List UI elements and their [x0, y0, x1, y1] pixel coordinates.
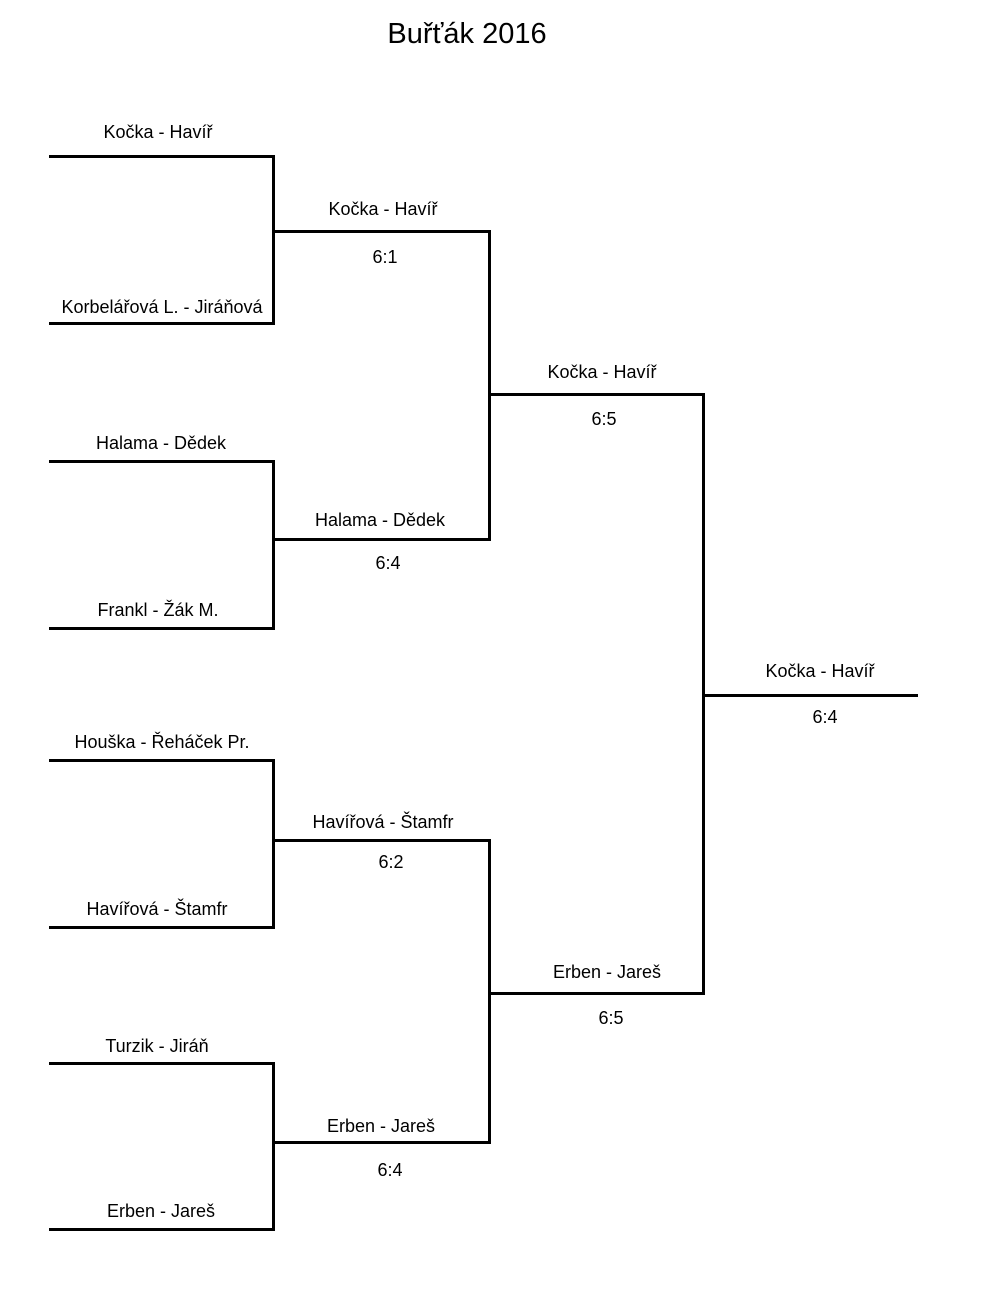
r2-line-1	[272, 230, 491, 233]
r1-team-3: Halama - Dědek	[95, 433, 227, 453]
r2-score-2: 6:4	[375, 553, 401, 573]
r2-team-3: Havířová - Štamfr	[312, 812, 454, 832]
r1-connector-3	[272, 759, 275, 929]
r1-connector-4	[272, 1062, 275, 1231]
r2-line-4	[272, 1141, 491, 1144]
r2-score-3: 6:2	[378, 852, 404, 872]
r1-line-8	[49, 1228, 275, 1231]
r1-team-6: Havířová - Štamfr	[86, 899, 228, 919]
r3-line-1	[488, 393, 705, 396]
r1-team-8: Erben - Jareš	[106, 1201, 216, 1221]
r2-line-3	[272, 839, 491, 842]
r1-line-6	[49, 926, 275, 929]
r2-score-4: 6:4	[377, 1160, 403, 1180]
r3-score-2: 6:5	[598, 1008, 624, 1028]
r3-line-2	[488, 992, 705, 995]
r2-score-1: 6:1	[372, 247, 398, 267]
bracket-title: Buřťák 2016	[387, 18, 547, 50]
r3-score-1: 6:5	[591, 409, 617, 429]
r3-team-1: Kočka - Havíř	[547, 362, 657, 382]
final-team: Kočka - Havíř	[765, 661, 875, 681]
r1-connector-2	[272, 460, 275, 630]
r2-team-4: Erben - Jareš	[326, 1116, 436, 1136]
r1-line-7	[49, 1062, 275, 1065]
r1-line-1	[49, 155, 275, 158]
r2-connector-1	[488, 230, 491, 541]
r1-line-3	[49, 460, 275, 463]
r3-team-2: Erben - Jareš	[552, 962, 662, 982]
r2-team-1: Kočka - Havíř	[328, 199, 438, 219]
r2-line-2	[272, 538, 491, 541]
r1-team-5: Houška - Řeháček Pr.	[74, 732, 250, 752]
final-score: 6:4	[812, 707, 838, 727]
r1-team-2: Korbelářová L. - Jiráňová	[61, 297, 263, 317]
r1-connector-1	[272, 155, 275, 325]
r2-connector-2	[488, 839, 491, 1144]
r1-team-7: Turzik - Jiráň	[105, 1036, 209, 1056]
r1-line-2	[49, 322, 275, 325]
r1-line-5	[49, 759, 275, 762]
r1-team-4: Frankl - Žák M.	[97, 600, 219, 620]
r1-team-1: Kočka - Havíř	[103, 122, 213, 142]
r2-team-2: Halama - Dědek	[314, 510, 446, 530]
final-line	[702, 694, 918, 697]
r1-line-4	[49, 627, 275, 630]
